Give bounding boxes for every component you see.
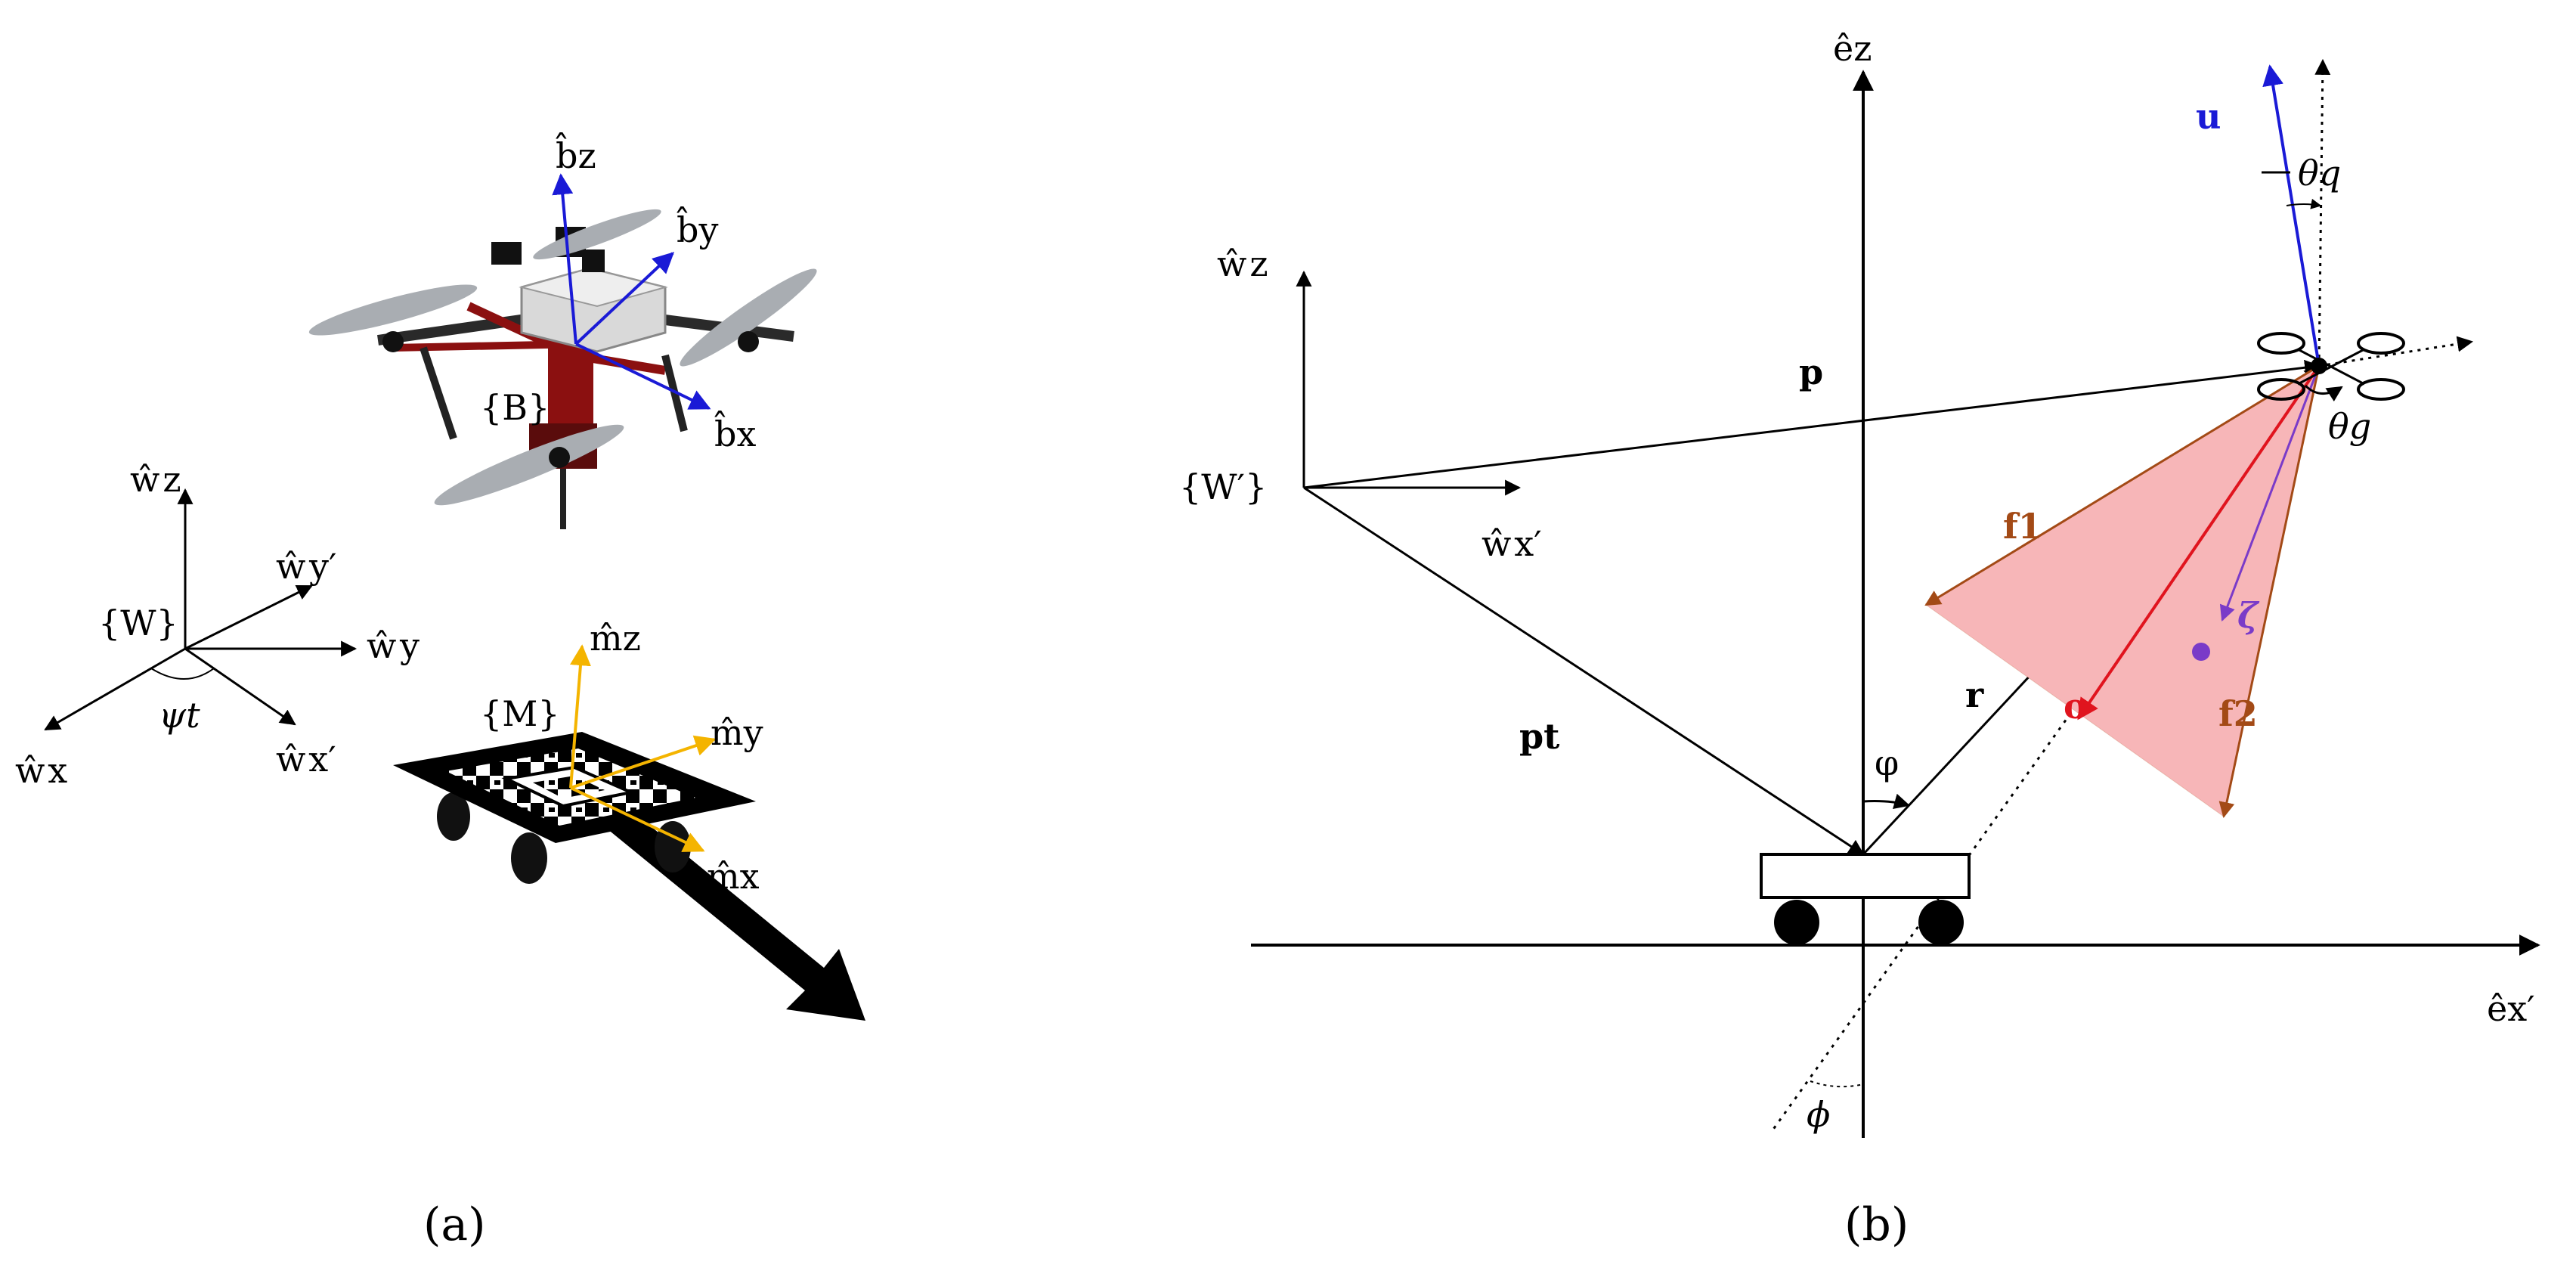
vector-o [2077,364,2321,721]
vector-zeta-label: ζ [2237,595,2260,636]
vector-pt [1303,486,1865,856]
camera-fov-cone [1926,366,2319,817]
marker-axes: m̂z m̂y m̂x {M} [480,618,763,897]
heading-reference [2318,336,2474,367]
ez-axis-label: êz [1833,28,1872,69]
angle-varphi-label: φ [1875,742,1899,783]
vector-p-label: p [1799,352,1823,392]
panel-a: b̂z b̂y b̂x {B} ŵz ŵy′ ŵy ŵx ŵx′ {W} ψt [15,132,865,1251]
quadrotor-symbol [2257,332,2405,401]
vector-p [1303,359,2321,489]
cart [1760,853,1971,945]
w-prime-wz-label: ŵz [1217,243,1268,284]
world-axis-wy-prime-label: ŵy′ [276,546,336,587]
angle-theta-g-label: θg [2328,406,2371,447]
vector-f1 [1924,364,2320,606]
vector-f2-label: f2 [2218,693,2258,734]
marker-axis-mz-label: m̂z [590,618,641,659]
world-axis-wy-label: ŵy [367,625,420,666]
angle-phi-label: ϕ [1807,1094,1830,1135]
drone-frame-label: {B} [480,387,550,428]
angle-psi-t-label: ψt [159,695,200,736]
marker-axis-mx-label: m̂x [707,856,760,897]
vector-u-label: u [2196,96,2221,137]
target-point [2192,643,2210,661]
drone-illustration [308,209,817,529]
vector-f2 [2218,365,2321,819]
drone-axis-bz-label: b̂z [556,132,596,176]
vector-zeta [2219,365,2321,621]
caption-a: (a) [423,1198,486,1251]
panel-b: êz êx′ ŵz ŵx′ {W′} p pt r φ ϕ f1 [1179,28,2540,1251]
w-prime-wx-label: ŵx′ [1482,523,1542,564]
drone-axis-bx-label: b̂x [714,410,757,454]
marker-axis-my-label: m̂y [711,712,763,753]
world-axis-wz-label: ŵz [130,459,181,500]
vertical-reference [2314,58,2331,367]
drone-axes: b̂z b̂y b̂x {B} [480,132,756,454]
world-frame: ŵz ŵy′ ŵy ŵx ŵx′ {W} ψt [15,459,420,791]
w-prime-frame-label: {W′} [1179,466,1267,507]
vector-f1-label: f1 [2003,506,2042,547]
drone-axis-by-label: b̂y [677,206,719,250]
vector-o-label: o [2064,686,2087,727]
world-axis-wx-prime-label: ŵx′ [276,739,336,780]
world-axis-wx-label: ŵx [15,750,67,791]
marker-frame-label: {M} [480,693,560,734]
marker-vehicle [393,732,865,1021]
angle-theta-q-label: θq [2298,153,2341,194]
ex-axis-label: êx′ [2487,988,2535,1029]
caption-b: (b) [1844,1198,1909,1251]
vector-u [2262,64,2321,367]
world-frame-label: {W} [98,603,178,643]
vector-pt-label: pt [1519,716,1560,757]
vector-r-label: r [1965,674,1984,715]
